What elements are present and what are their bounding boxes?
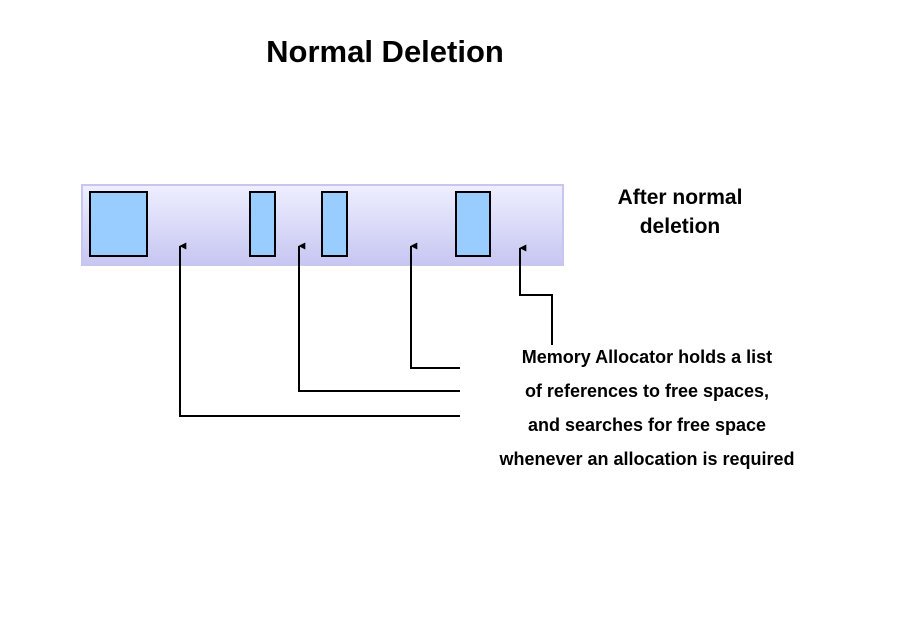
caption-line-1: Memory Allocator holds a list [521, 347, 773, 367]
side-label-line-1: After normal [617, 186, 743, 209]
allocated-block-2 [249, 191, 276, 257]
allocated-block-1 [89, 191, 148, 257]
side-label-line-2: deletion [639, 215, 721, 238]
pointer-free-space-3 [410, 242, 460, 369]
allocated-block-3 [321, 191, 348, 257]
allocator-caption: Memory Allocator holds a list of referen… [462, 340, 832, 476]
pointer-free-space-4 [519, 244, 553, 345]
allocated-block-4 [455, 191, 491, 257]
pointer-free-space-1 [179, 242, 460, 417]
diagram-title: Normal Deletion [266, 34, 504, 69]
caption-line-3: and searches for free space [527, 415, 767, 435]
caption-line-4: whenever an allocation is required [499, 449, 795, 469]
pointer-free-space-2 [298, 242, 460, 392]
caption-line-2: of references to free spaces, [524, 381, 770, 401]
after-normal-deletion-label: After normal deletion [590, 183, 770, 241]
